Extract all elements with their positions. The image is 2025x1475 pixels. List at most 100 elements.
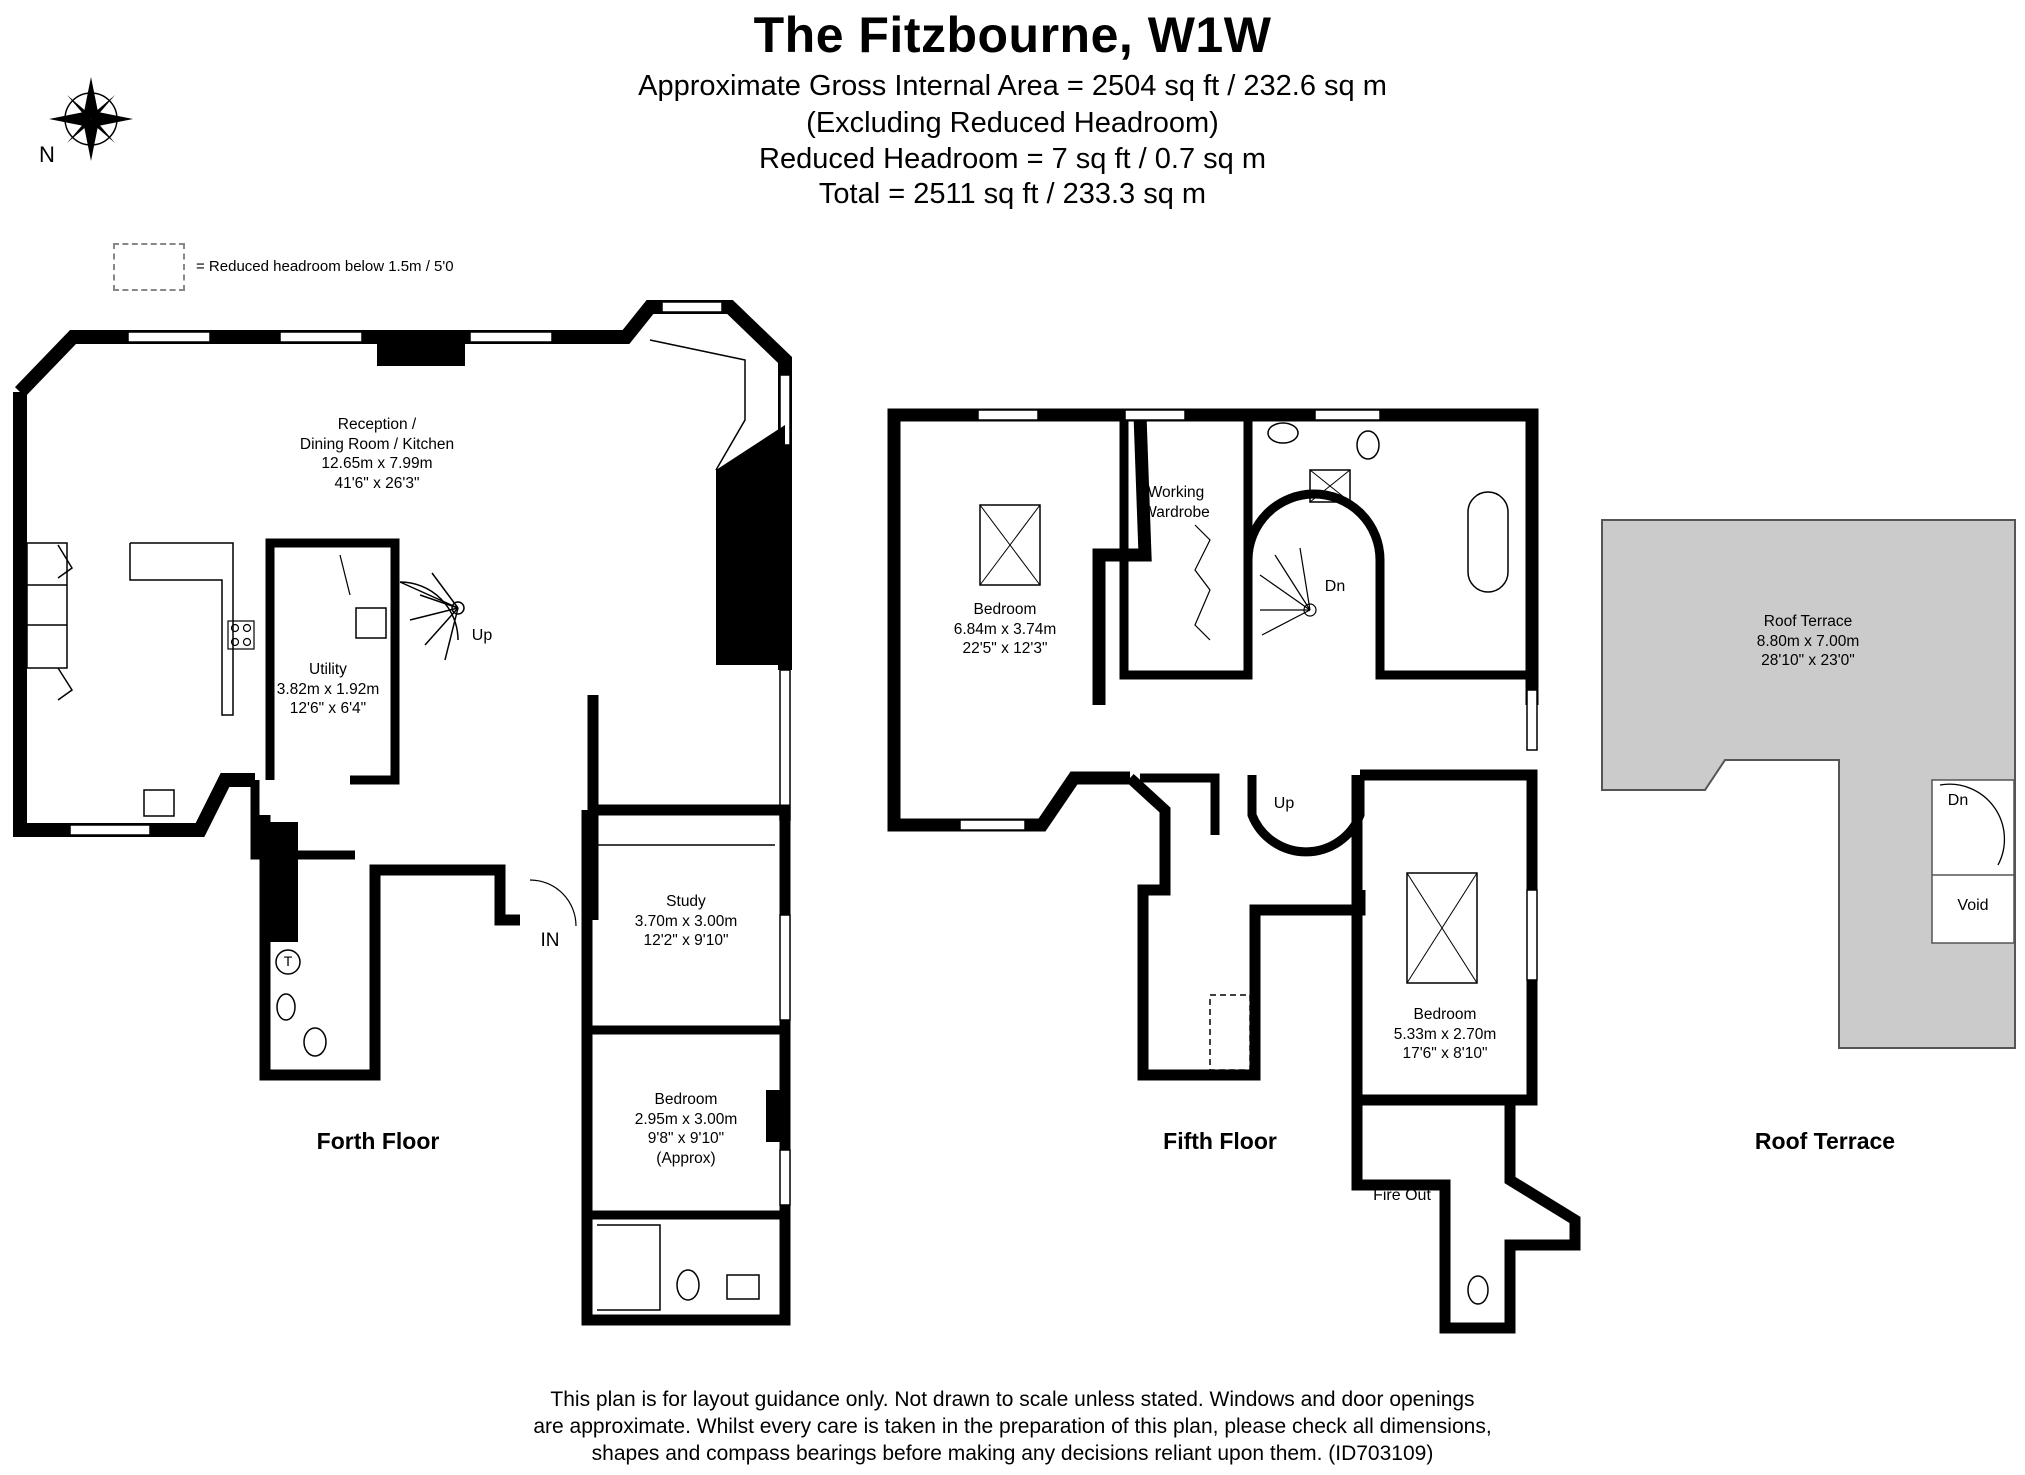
fifth-bedroom2-label: Bedroom 5.33m x 2.70m 17'6" x 8'10" xyxy=(1394,1005,1497,1064)
fire-exit-walls xyxy=(1351,1100,1581,1334)
bath-shower-tray xyxy=(1309,469,1351,503)
fifth-stair-up-icon xyxy=(1247,775,1365,857)
fifth-closet xyxy=(1209,994,1251,1071)
roof-terrace-label: Roof Terrace 8.80m x 7.00m 28'10" x 23'0… xyxy=(1757,612,1860,671)
disclaimer-line-2: are approximate. Whilst every care is ta… xyxy=(533,1415,1492,1438)
wc-toilet-icon xyxy=(303,1027,327,1057)
east-wall-angle xyxy=(649,339,746,471)
ensuite-toilet-icon xyxy=(676,1269,700,1301)
compass-north-label: N xyxy=(39,142,55,167)
fifth-stair-down-icon xyxy=(1243,489,1385,675)
fifth-floor-outer-wall xyxy=(887,408,1152,832)
bath-toilet-icon xyxy=(1356,430,1380,460)
utility-imperial: 12'6" x 6'4" xyxy=(289,700,367,717)
disclaimer-line-1: This plan is for layout guidance only. N… xyxy=(550,1388,1475,1411)
bedroom-window xyxy=(779,1149,791,1206)
wardrobe-name: Working Wardrobe xyxy=(1142,484,1210,521)
bedroom2-walls xyxy=(1351,769,1538,1106)
reduced-headroom-legend-swatch xyxy=(113,243,185,291)
bedroom1-skylight xyxy=(979,504,1041,586)
fourth-stair-up-label: Up xyxy=(471,627,493,644)
fifth-bedroom2-name: Bedroom xyxy=(1413,1006,1477,1023)
fifth-lower-left-walls xyxy=(1126,773,1366,1081)
fourth-floor-west-wall xyxy=(13,392,255,837)
fifth-bedroom1-name: Bedroom xyxy=(973,601,1037,618)
fifth-bedroom1-metric: 6.84m x 3.74m xyxy=(953,620,1057,638)
spiral-stair-icon xyxy=(399,572,465,661)
wc-basin-icon xyxy=(276,993,296,1021)
bedroom-chimney xyxy=(766,1090,786,1142)
fifth-bedroom1-label: Bedroom 6.84m x 3.74m 22'5" x 12'3" xyxy=(954,600,1057,659)
utility-metric: 3.82m x 1.92m xyxy=(276,680,380,698)
roof-terrace-plan xyxy=(1601,519,2016,1049)
reduced-headroom-area: Reduced Headroom = 7 sq ft / 0.7 sq m xyxy=(759,143,1266,175)
bedroom2-skylight xyxy=(1406,872,1478,984)
page-title: The Fitzbourne, W1W xyxy=(753,7,1272,63)
roof-spiral-stair-icon xyxy=(1939,783,2006,866)
utility-room-wall xyxy=(265,538,400,785)
riser-block xyxy=(262,822,298,942)
fourth-floor-outer-wall xyxy=(14,300,792,670)
fifth-stair-treads xyxy=(1259,547,1317,636)
fourth-floor-title: Forth Floor xyxy=(316,1128,440,1154)
wardrobe-label: Working Wardrobe xyxy=(1142,483,1209,522)
study-window xyxy=(779,914,791,1021)
fourth-floor-windows xyxy=(69,301,791,836)
utility-name: Utility xyxy=(309,661,347,678)
study-imperial: 12'2" x 9'10" xyxy=(643,932,729,949)
void-label: Void xyxy=(1957,897,1989,914)
fifth-stair-up-label: Up xyxy=(1273,795,1295,812)
cylinder-label: T xyxy=(283,953,293,969)
gross-internal-area: Approximate Gross Internal Area = 2504 s… xyxy=(638,70,1387,102)
west-cabinets xyxy=(26,542,74,701)
fourth-bedroom-label: Bedroom 2.95m x 3.00m 9'8" x 9'10" (Appr… xyxy=(635,1090,738,1168)
fire-exit-toilet-icon xyxy=(1467,1275,1489,1305)
entrance-label: IN xyxy=(540,930,560,951)
roof-terrace-imperial: 28'10" x 23'0" xyxy=(1761,652,1855,669)
fifth-bedroom2-imperial: 17'6" x 8'10" xyxy=(1402,1045,1488,1062)
reception-metric: 12.65m x 7.99m xyxy=(321,455,433,472)
disclaimer: This plan is for layout guidance only. N… xyxy=(0,1386,2025,1467)
study-metric: 3.70m x 3.00m xyxy=(634,912,738,930)
fifth-stair-down-label: Dn xyxy=(1324,578,1346,595)
bathtub-icon xyxy=(1467,491,1509,593)
kitchen-counter xyxy=(129,542,234,716)
corridor-south-wall xyxy=(1140,773,1220,835)
utility-door-swing xyxy=(339,554,351,596)
roof-stair-well xyxy=(1931,779,2015,944)
disclaimer-line-3: shapes and compass bearings before makin… xyxy=(591,1442,1434,1465)
shower-outline xyxy=(597,1224,661,1311)
wardrobe-rails xyxy=(1194,524,1211,641)
study-bedroom-walls xyxy=(581,804,791,1326)
reception-label: Reception / Dining Room / Kitchen 12.65m… xyxy=(300,415,454,493)
utility-label: Utility 3.82m x 1.92m 12'6" x 6'4" xyxy=(277,660,380,719)
fourth-bedroom-note: (Approx) xyxy=(656,1149,716,1167)
fifth-floor-plan xyxy=(887,408,1581,1334)
roof-terrace-title: Roof Terrace xyxy=(1754,1128,1896,1154)
compass-icon xyxy=(49,77,133,161)
study-label: Study 3.70m x 3.00m 12'2" x 9'10" xyxy=(635,892,738,951)
fourth-bedroom-name: Bedroom xyxy=(654,1091,718,1108)
reduced-headroom-legend-text: = Reduced headroom below 1.5m / 5'0 xyxy=(196,258,454,275)
shower-partition xyxy=(1375,640,1532,680)
fifth-bedroom2-metric: 5.33m x 2.70m xyxy=(1393,1025,1497,1043)
reception-name: Reception / Dining Room / Kitchen xyxy=(299,416,455,453)
study-name: Study xyxy=(666,893,706,910)
hall-wall xyxy=(250,780,355,860)
cylinder-icon xyxy=(275,949,301,975)
fire-exit-label: Fire Out xyxy=(1373,1187,1431,1204)
chimney-breast xyxy=(377,330,465,366)
roof-terrace-area xyxy=(1601,519,2016,1049)
fifth-floor-north-wall xyxy=(1140,408,1539,705)
roof-stair-down-label: Dn xyxy=(1947,792,1969,809)
bedroom2-window xyxy=(1526,889,1538,981)
east-wall-block xyxy=(716,425,785,665)
wc-wall xyxy=(259,815,520,1081)
entrance-door-swing xyxy=(529,879,577,927)
ensuite-basin-icon xyxy=(726,1274,760,1300)
utility-sink-icon xyxy=(355,607,387,639)
roof-terrace-metric: 8.80m x 7.00m xyxy=(1756,632,1860,650)
fifth-floor-title: Fifth Floor xyxy=(1163,1128,1277,1154)
reception-imperial: 41'6" x 26'3" xyxy=(334,474,420,492)
